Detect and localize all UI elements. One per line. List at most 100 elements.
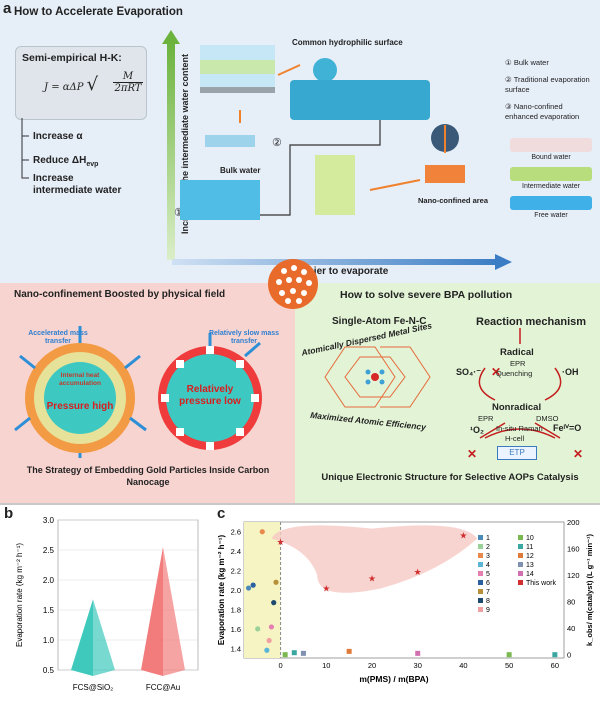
legend-marker xyxy=(518,580,523,585)
water-legend-free: Free water xyxy=(534,212,568,219)
panel-a-letter: a xyxy=(3,0,12,17)
legend-label: 3 xyxy=(486,553,490,560)
legend-item-2: ② Traditional evaporation surface xyxy=(505,75,590,94)
evap-point xyxy=(259,529,265,535)
kobs-point xyxy=(552,652,558,658)
x-arrow xyxy=(172,254,512,270)
x-tick-label: 40 xyxy=(459,661,467,670)
pressure-high-label: Pressure high xyxy=(46,401,114,412)
legend-label: 5 xyxy=(486,571,490,578)
x-axis-label: m(PMS) / m(BPA) xyxy=(359,674,428,684)
graphene-lattice xyxy=(324,346,431,408)
evap-point xyxy=(268,624,275,630)
o2-label: ¹O₂ xyxy=(470,425,484,435)
panel-b-letter: b xyxy=(4,505,14,522)
legend-item-3: ③ Nano-confined enhanced evaporation xyxy=(505,102,580,121)
etp-box: ETP xyxy=(497,446,537,460)
x-tick-label: 30 xyxy=(414,661,422,670)
kobs-point xyxy=(300,650,306,656)
label-bulk-water: Bulk water xyxy=(220,166,261,175)
step-connectors xyxy=(21,118,29,179)
y-right-tick-label: 200 xyxy=(567,518,580,527)
kobs-point xyxy=(282,652,288,658)
bar-right-face xyxy=(163,547,185,676)
hk-denominator: 2πRT xyxy=(114,83,142,94)
hk-lhs: J = αΔP xyxy=(44,82,84,93)
bar-right-face xyxy=(93,599,115,676)
nano-area xyxy=(425,165,465,183)
legend-marker xyxy=(478,535,483,540)
svg-text:✕: ✕ xyxy=(467,447,477,461)
legend-marker xyxy=(478,607,483,612)
epr1-label: EPR xyxy=(510,359,526,368)
hydrophilic-sphere xyxy=(313,58,337,82)
evap-point xyxy=(255,626,261,632)
x-tick-label: 20 xyxy=(368,661,376,670)
label-common-surface: Common hydrophilic surface xyxy=(292,38,403,47)
evap-point xyxy=(266,637,272,644)
x-tick-label: FCC@Au xyxy=(146,683,180,692)
this-work-point: ★ xyxy=(277,537,285,547)
evap-point xyxy=(250,582,256,588)
panel-left-caption: The Strategy of Embedding Gold Particles… xyxy=(26,465,270,487)
legend-item-1: ① Bulk water xyxy=(505,58,549,67)
nonradical-label: Nonradical xyxy=(492,402,542,413)
label-nano-area: Nano-confined area xyxy=(418,196,489,205)
single-atom-title: Single-Atom Fe-N-C xyxy=(332,316,427,327)
evap-point xyxy=(264,647,270,653)
raman-label: In-situ Raman xyxy=(496,424,543,433)
this-work-region xyxy=(271,525,478,593)
x-axis-label: Easier to evaporate xyxy=(296,266,389,277)
step-num-2: ② xyxy=(272,137,282,149)
this-work-point: ★ xyxy=(322,583,330,593)
nanoconfined-block xyxy=(290,80,430,120)
water-legend-bound: Bound water xyxy=(531,154,571,161)
y-left-tick-label: 1.6 xyxy=(231,625,241,634)
legend-label: 14 xyxy=(526,571,534,578)
legend-marker xyxy=(478,553,483,558)
legend-marker xyxy=(478,598,483,603)
y-left-tick-label: 2.6 xyxy=(231,528,241,537)
quenching-label: Quenching xyxy=(496,369,533,378)
legend-label: 9 xyxy=(486,607,490,614)
svg-text:✕: ✕ xyxy=(573,447,583,461)
dmso-label: DMSO xyxy=(536,414,559,423)
feo-label: Feᴵⱽ=O xyxy=(553,423,582,433)
step-1: Increase α xyxy=(33,131,83,142)
y-left-tick-label: 1.8 xyxy=(231,605,241,614)
panel-left-title: Nano-confinement Boosted by physical fie… xyxy=(14,289,226,300)
this-work-point: ★ xyxy=(459,530,467,540)
panel-a-title: How to Accelerate Evaporation xyxy=(14,6,183,18)
kobs-point xyxy=(346,648,352,654)
kobs-point xyxy=(506,652,512,658)
evaporation-illustrations xyxy=(180,45,465,220)
y-left-axis-label: Evaporation rate (kg m⁻² h⁻¹) xyxy=(217,535,226,646)
legend-marker xyxy=(518,571,523,576)
legend-label: 6 xyxy=(486,580,490,587)
x-tick-label: 0 xyxy=(278,661,282,670)
water-legend: Bound water Intermediate water Free wate… xyxy=(510,138,592,219)
this-work-point: ★ xyxy=(368,573,376,583)
bar-left-face xyxy=(71,599,93,676)
water-legend-intermediate: Intermediate water xyxy=(522,183,580,190)
legend-marker xyxy=(518,562,523,567)
kobs-point xyxy=(415,650,421,656)
panel-right-title: How to solve severe BPA pollution xyxy=(340,289,513,301)
carbon-nanocage-icon xyxy=(268,259,318,309)
y-tick-label: 2.5 xyxy=(43,546,55,555)
kobs-point xyxy=(291,650,297,656)
legend-label: 11 xyxy=(526,544,533,551)
y-right-tick-label: 160 xyxy=(567,545,580,554)
legend-label: 4 xyxy=(486,562,490,569)
this-work-point: ★ xyxy=(414,567,422,577)
y-tick-label: 0.5 xyxy=(43,666,55,675)
pressure-low-label: Relatively pressure low xyxy=(179,384,241,407)
evap-point xyxy=(245,585,252,591)
nanoconfinement-illustration xyxy=(14,326,262,458)
legend-marker xyxy=(478,580,483,585)
panel-right xyxy=(295,283,600,505)
y-axis-label: Evaporation rate (kg m⁻² h⁻¹) xyxy=(15,543,24,647)
panel-c-letter: c xyxy=(217,505,226,522)
